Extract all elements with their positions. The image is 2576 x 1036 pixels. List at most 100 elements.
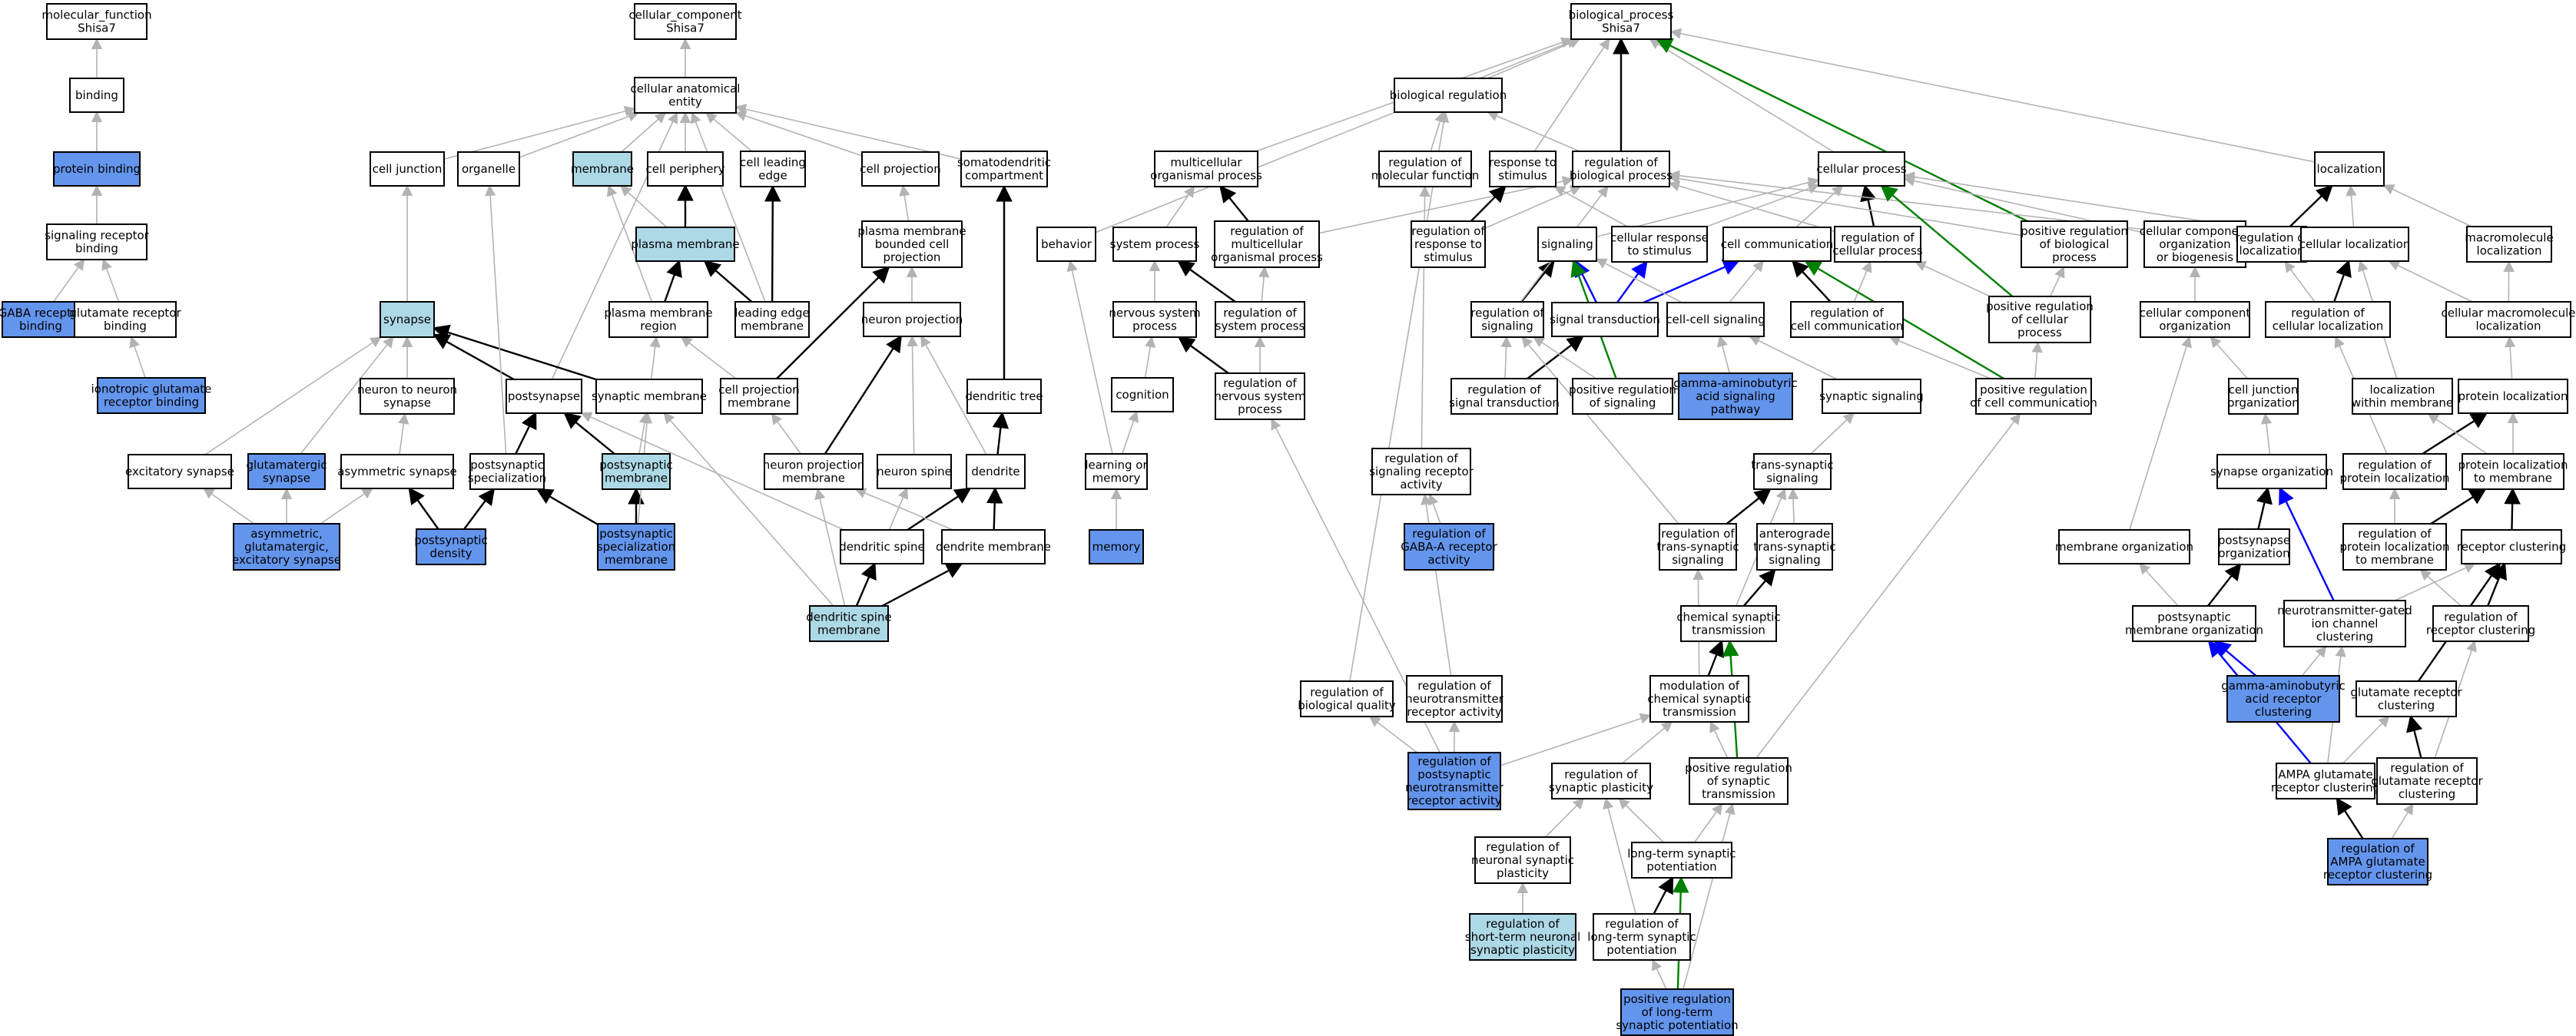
go-term-node[interactable]: dendritic spine (839, 529, 925, 564)
go-term-node[interactable]: cellular localization (2299, 227, 2411, 262)
go-term-node[interactable]: dendritic tree (965, 379, 1043, 414)
go-term-node[interactable]: membrane organization (2055, 529, 2193, 564)
go-term-node[interactable]: cell junction (370, 151, 445, 187)
go-term-node[interactable]: localization (2314, 151, 2385, 187)
go-term-node[interactable]: dendrite membrane (936, 529, 1051, 564)
go-term-node[interactable]: postsynapse (506, 379, 582, 414)
go-term-node[interactable]: receptor clustering (2457, 529, 2566, 564)
go-term-node[interactable]: cognition (1111, 377, 1174, 412)
go-term-node[interactable]: cell-cell signaling (1666, 302, 1765, 337)
go-term-node[interactable]: protein binding (53, 151, 141, 187)
go-term-node[interactable]: cellular process (1816, 151, 1907, 187)
go-term-node[interactable]: synapse (380, 301, 435, 338)
go-term-node[interactable]: cell communication (1721, 227, 1834, 262)
go-term-node[interactable]: synapse organization (2210, 454, 2333, 489)
go-term-node[interactable]: excitatory synapse (125, 454, 234, 489)
go-term-node[interactable]: binding (69, 78, 124, 113)
go-term-node[interactable]: membrane (571, 151, 634, 187)
go-term-node[interactable]: neuron spine (877, 454, 952, 489)
go-term-node[interactable]: protein localization (2458, 379, 2568, 414)
go-term-node[interactable]: signaling (1537, 227, 1597, 262)
go-term-node[interactable]: synaptic signaling (1819, 379, 1924, 414)
go-term-node[interactable]: asymmetric synapse (337, 454, 457, 489)
go-term-node[interactable]: cell periphery (646, 151, 725, 187)
go-term-node[interactable]: dendrite (966, 454, 1026, 489)
go-term-node[interactable]: system process (1110, 227, 1200, 262)
go-term-node[interactable]: organelle (457, 151, 520, 187)
go-term-node[interactable]: cell projection (860, 151, 941, 187)
go-term-node[interactable]: regulation ofpostsynapticneurotransmitte… (1405, 752, 1504, 810)
go-term-node[interactable]: signal transduction (1550, 302, 1660, 337)
go-term-node[interactable]: behavior (1036, 227, 1096, 262)
go-term-node[interactable]: asymmetric,glutamatergic,excitatory syna… (232, 523, 341, 571)
go-term-node[interactable]: neuron projection (861, 302, 963, 337)
